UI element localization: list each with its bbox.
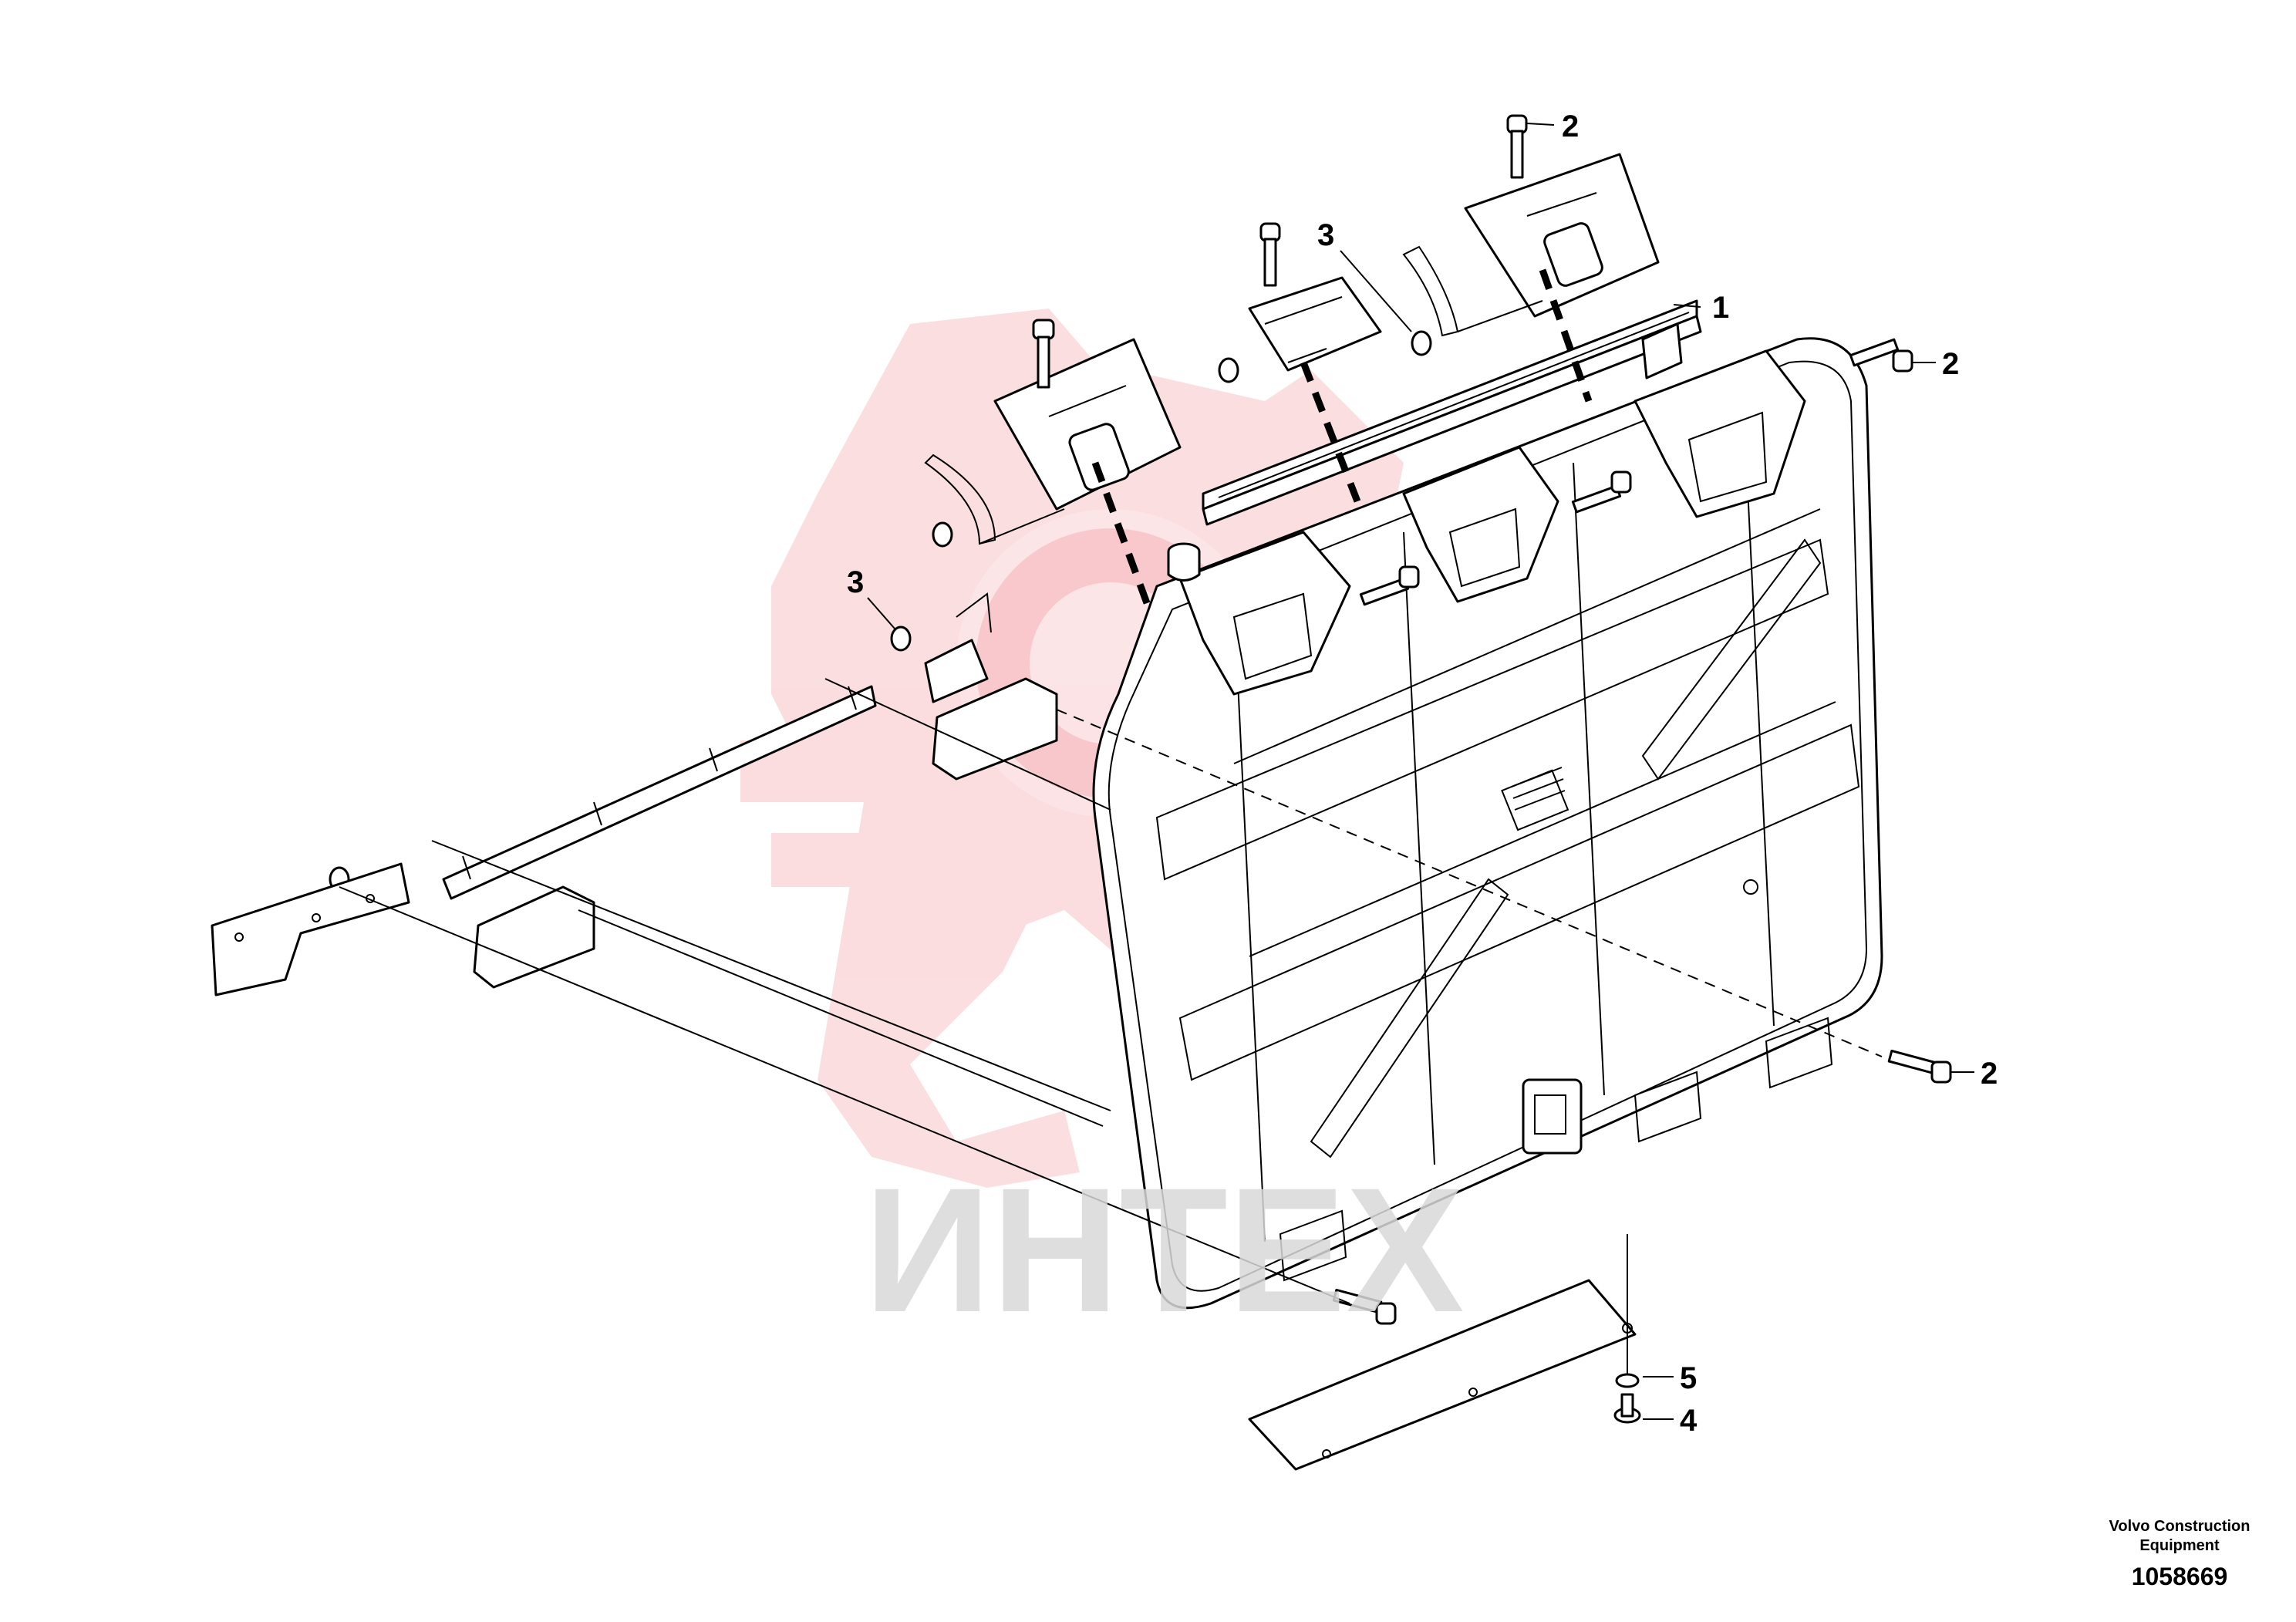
callout-4: 4	[1680, 1404, 1698, 1438]
bolt-top-left	[1032, 319, 1055, 389]
bottom-cover-plate	[1248, 1279, 1637, 1471]
guide-line-lower-a	[431, 840, 1111, 1111]
guide-heavy-mid	[1300, 361, 1361, 503]
guide-line-upper	[824, 678, 1111, 811]
left-spacer-lower	[473, 885, 595, 989]
callout-1: 1	[1712, 291, 1729, 325]
upper-mid-bracket	[1248, 276, 1382, 372]
panel-vent-middle	[1402, 446, 1559, 603]
brand-line-1: Volvo Construction	[2109, 1518, 2250, 1535]
bolt-right-lower	[1887, 1049, 1952, 1084]
guide-heavy-left	[1091, 461, 1153, 611]
brand-line-2: Equipment	[2139, 1537, 2220, 1554]
top-peg	[1167, 542, 1201, 582]
panel-vent-left	[1178, 531, 1351, 696]
leader-1	[1673, 304, 1701, 308]
washer-top-right	[1411, 330, 1432, 356]
callout-5: 5	[1680, 1361, 1697, 1395]
washer-top-left	[932, 521, 953, 548]
guide-dashed-upper	[1056, 709, 1883, 1057]
bolt-right-upper	[1849, 338, 1913, 373]
washer-bottom	[1615, 1373, 1640, 1388]
left-clip-upper	[924, 592, 992, 703]
callout-2c: 2	[1981, 1057, 1998, 1091]
guide-heavy-right	[1539, 268, 1593, 403]
bolt-left-vent	[1359, 565, 1420, 606]
washer-left	[890, 626, 912, 652]
screw-bottom	[1613, 1393, 1641, 1424]
panel-vent-right	[1633, 349, 1806, 518]
washer-top-mid	[1218, 357, 1239, 383]
callout-3b: 3	[847, 565, 864, 599]
callout-2b: 2	[1942, 347, 1959, 381]
bolt-bottom	[1332, 1288, 1397, 1325]
bolt-mid-vent	[1571, 470, 1632, 514]
leader-3b	[867, 597, 895, 629]
guide-line-far-left	[339, 886, 1350, 1304]
drawing-number: 1058669	[2132, 1563, 2228, 1590]
leader-2a	[1526, 123, 1555, 126]
callout-3a: 3	[1317, 218, 1334, 252]
upper-right-bracket	[1402, 153, 1660, 337]
far-left-bracket	[211, 862, 410, 996]
left-spacer-upper	[932, 677, 1058, 781]
guide-line-lower-b	[578, 909, 1104, 1127]
bolt-top-right	[1506, 114, 1528, 179]
top-rail-bracket	[1641, 322, 1683, 379]
left-long-rail	[442, 685, 877, 900]
callout-2a: 2	[1562, 110, 1579, 143]
watermark-text: ИНТЕХ	[864, 1151, 1465, 1349]
leader-3a	[1340, 250, 1412, 332]
bolt-top-mid	[1259, 222, 1281, 287]
